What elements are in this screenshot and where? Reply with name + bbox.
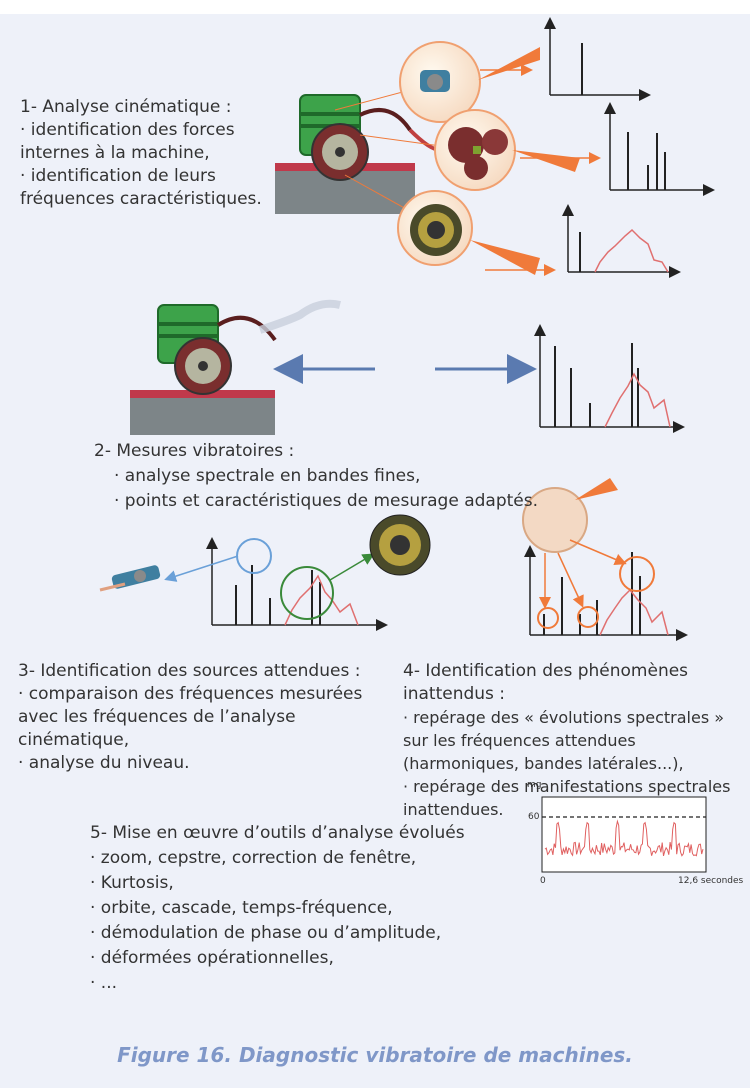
section3-title: 3- Identification des sources attendues … xyxy=(18,661,361,681)
spectrum-measured xyxy=(534,324,685,433)
section5-line-5: · déformées opérationnelles, xyxy=(90,948,334,968)
section2-line-2: · points et caractéristiques de mesurage… xyxy=(114,491,539,511)
section5-line-4: · démodulation de phase ou d’amplitude, xyxy=(90,923,442,943)
spectrum-2 xyxy=(604,102,715,196)
section1-line-3: · identification de leurs xyxy=(20,166,216,186)
section5-line-1: · zoom, cepstre, correction de fenêtre, xyxy=(90,848,417,868)
section3-line-4: · analyse du niveau. xyxy=(18,753,190,773)
magnifier-gears xyxy=(359,109,601,191)
section4-title-2: inattendus : xyxy=(403,684,506,704)
section4-line-1: · repérage des « évolutions spectrales » xyxy=(403,708,725,727)
magnifier-bearing xyxy=(344,174,556,276)
top-strip xyxy=(0,0,750,14)
time-signal-chart xyxy=(541,796,707,873)
timechart-y-unit: mg xyxy=(527,780,542,790)
spectrum-1 xyxy=(544,17,651,101)
machine-illustration-2 xyxy=(130,299,341,435)
figure-caption: Figure 16. Diagnostic vibratoire de mach… xyxy=(117,1043,633,1067)
machine-illustration-1 xyxy=(275,94,441,214)
section5-line-2: · Kurtosis, xyxy=(90,873,174,893)
section1-line-4: fréquences caractéristiques. xyxy=(20,189,262,209)
unexpected-phenomena-diagram xyxy=(522,478,688,641)
section3-line-3: cinématique, xyxy=(18,730,130,750)
section3-line-1: · comparaison des fréquences mesurées xyxy=(18,684,363,704)
section2-title: 2- Mesures vibratoires : xyxy=(94,441,295,461)
timechart-threshold-label: 60 xyxy=(528,812,540,822)
section1-line-1: · identification des forces xyxy=(20,120,235,140)
section2-line-1: · analyse spectrale en bandes fines, xyxy=(114,466,421,486)
section5-line-6: · ... xyxy=(90,973,118,993)
section4-line-4: · repérage des manifestations spectrales xyxy=(403,777,731,796)
time-signal-trace xyxy=(544,819,704,857)
section3-line-2: avec les fréquences de l’analyse xyxy=(18,707,296,727)
section4-line-3: (harmoniques, bandes latérales...), xyxy=(403,754,684,773)
section1-line-2: internes à la machine, xyxy=(20,143,210,163)
section4-line-5: inattendues. xyxy=(403,800,504,819)
section5-title: 5- Mise en œuvre d’outils d’analyse évol… xyxy=(90,823,465,843)
magnifier-crankshaft xyxy=(334,41,540,123)
source-identification-diagram xyxy=(99,514,431,631)
timechart-x-start: 0 xyxy=(540,876,546,886)
section5-line-3: · orbite, cascade, temps-fréquence, xyxy=(90,898,393,918)
section4-line-2: sur les fréquences attendues xyxy=(403,731,636,750)
section4-title: 4- Identification des phénomènes xyxy=(403,661,689,681)
section1-title: 1- Analyse cinématique : xyxy=(20,97,232,117)
timechart-x-end: 12,6 secondes xyxy=(678,876,744,886)
spectrum-3 xyxy=(562,204,681,278)
